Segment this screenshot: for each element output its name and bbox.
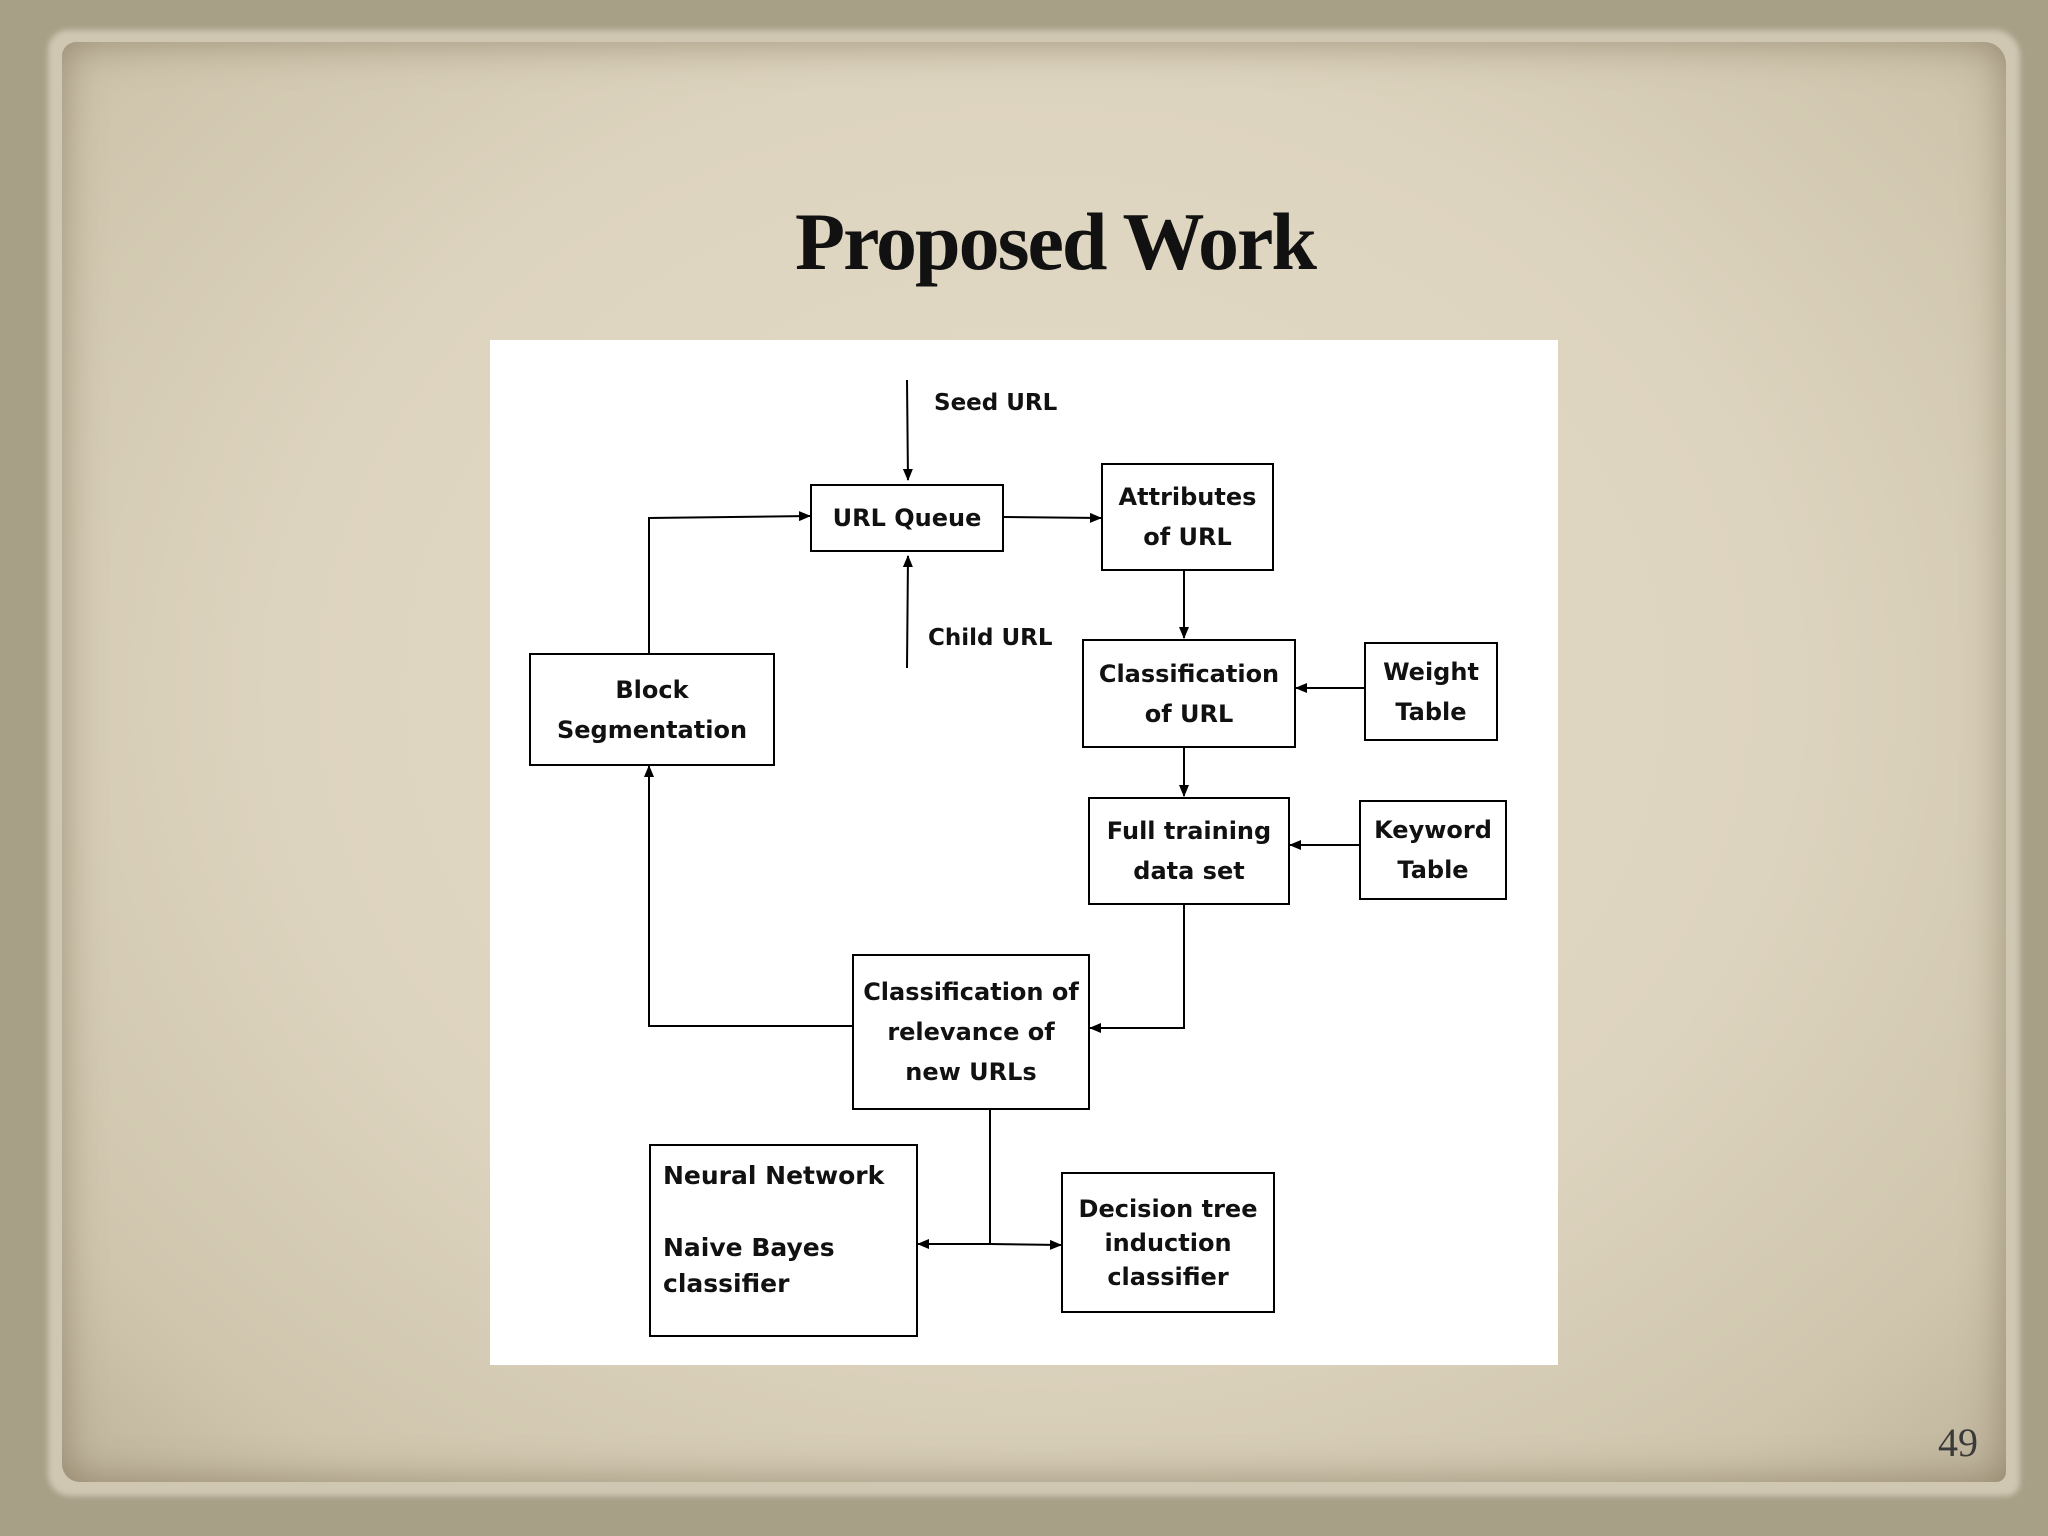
- child-url-label: Child URL: [928, 625, 1053, 651]
- slide-title: Proposed Work: [794, 196, 1317, 287]
- classification-of-relevance-box: Classification of relevance of new URLs: [852, 954, 1090, 1110]
- weight-table-box: Weight Table: [1364, 642, 1498, 741]
- diagram-connectors: [644, 379, 1364, 1250]
- neural-network-box: Neural Network Naive Bayes classifier: [649, 1144, 918, 1337]
- seed-url-label: Seed URL: [934, 390, 1058, 416]
- arrow-child-to-queue: [902, 555, 913, 669]
- arrow-training-to-relevance: [1089, 905, 1185, 1033]
- page-number: 49: [1938, 1420, 1978, 1465]
- decision-tree-box: Decision tree induction classifier: [1061, 1172, 1275, 1313]
- arrow-branch-to-decision: [989, 1239, 1062, 1250]
- arrow-seed-to-queue: [902, 379, 913, 481]
- block-segmentation-box: Block Segmentation: [529, 653, 775, 766]
- keyword-table-box: Keyword Table: [1359, 800, 1507, 900]
- full-training-data-set-box: Full training data set: [1088, 797, 1290, 905]
- arrow-relevance-to-block: [644, 765, 852, 1027]
- arrow-block-to-queue: [648, 511, 811, 653]
- url-queue-box: URL Queue: [810, 484, 1004, 552]
- arrow-queue-to-attributes: [1003, 512, 1102, 523]
- attributes-of-url-box: Attributes of URL: [1101, 463, 1274, 571]
- flow-diagram: Seed URL Child URL URL Queue Attributes …: [490, 340, 1558, 1365]
- classification-of-url-box: Classification of URL: [1082, 639, 1296, 748]
